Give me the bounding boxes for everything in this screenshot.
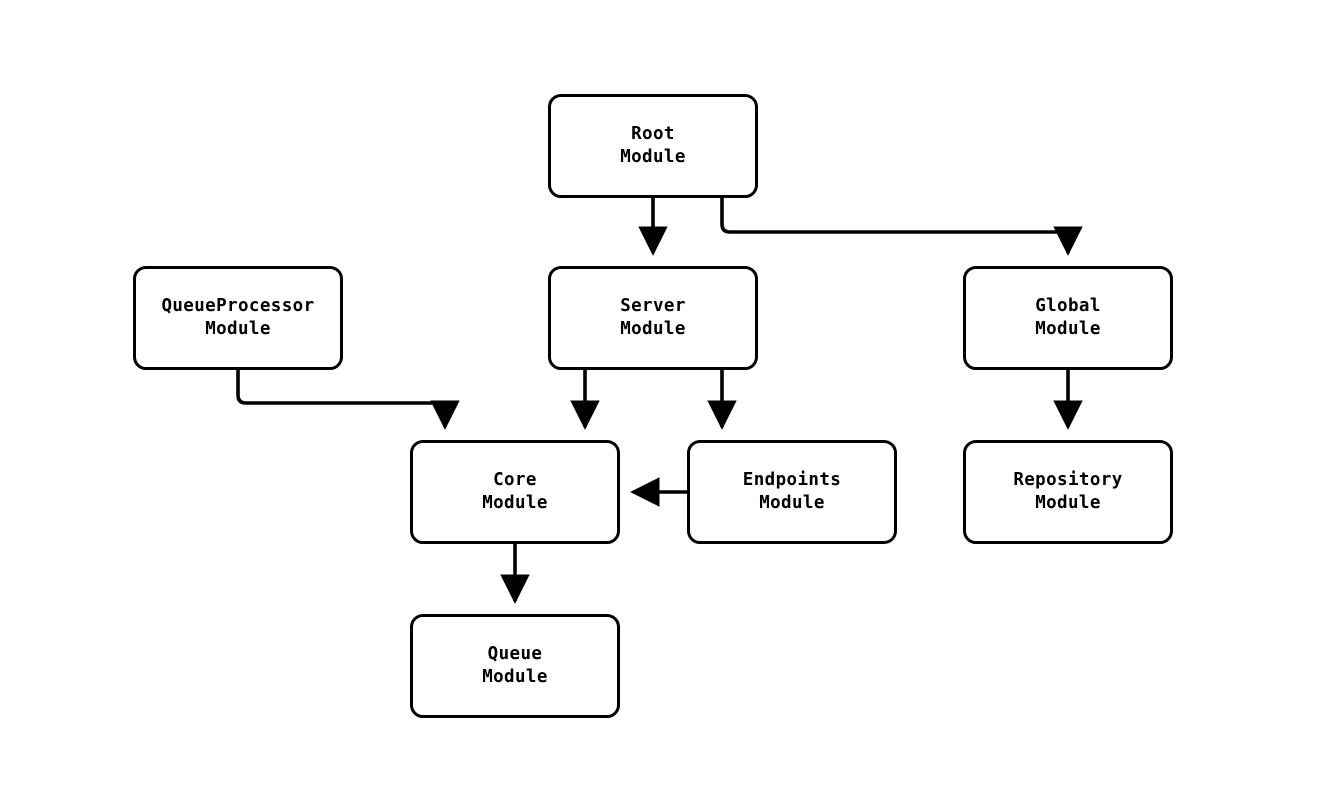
- node-global-module-name: Global: [1035, 295, 1101, 316]
- node-endpoints-module-suffix: Module: [759, 493, 825, 513]
- node-core-module-suffix: Module: [482, 493, 548, 513]
- node-server-module-suffix: Module: [620, 319, 686, 339]
- node-queue-module[interactable]: Queue Module: [410, 614, 620, 718]
- node-root-module-suffix: Module: [620, 147, 686, 167]
- node-queue-module-suffix: Module: [482, 667, 548, 687]
- node-endpoints-module-name: Endpoints: [742, 469, 842, 490]
- node-root-module[interactable]: Root Module: [548, 94, 758, 198]
- node-global-module-suffix: Module: [1035, 319, 1101, 339]
- node-global-module[interactable]: Global Module: [963, 266, 1173, 370]
- node-endpoints-module[interactable]: Endpoints Module: [687, 440, 897, 544]
- node-server-module[interactable]: Server Module: [548, 266, 758, 370]
- node-queueprocessor-module-suffix: Module: [205, 319, 271, 339]
- node-core-module[interactable]: Core Module: [410, 440, 620, 544]
- edge-queueprocessor-core: [236, 370, 460, 430]
- node-repository-module-suffix: Module: [1035, 493, 1101, 513]
- node-server-module-name: Server: [620, 295, 686, 316]
- node-queueprocessor-module[interactable]: QueueProcessor Module: [133, 266, 343, 370]
- edge-root-global: [720, 198, 1083, 256]
- node-root-module-name: Root: [631, 123, 675, 144]
- node-queueprocessor-module-name: QueueProcessor: [161, 295, 315, 316]
- node-queue-module-name: Queue: [487, 643, 543, 664]
- node-repository-module-name: Repository: [1013, 469, 1123, 490]
- node-core-module-name: Core: [493, 469, 537, 490]
- node-repository-module[interactable]: Repository Module: [963, 440, 1173, 544]
